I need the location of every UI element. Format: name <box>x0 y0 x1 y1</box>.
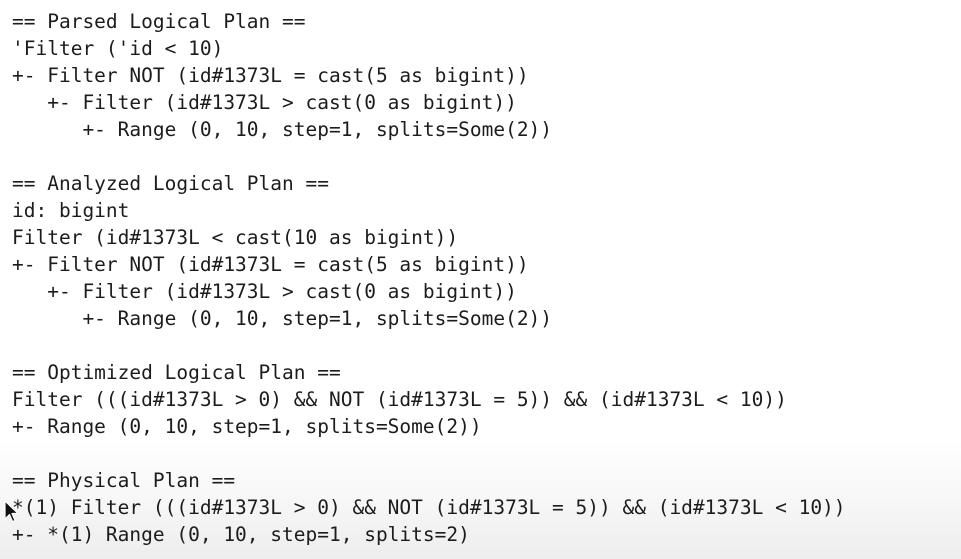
physical-plan-line: +- *(1) Range (0, 10, step=1, splits=2) <box>12 523 470 546</box>
optimized-plan-line: Filter (((id#1373L > 0) && NOT (id#1373L… <box>12 388 787 411</box>
analyzed-plan-line: id: bigint <box>12 199 130 222</box>
physical-plan-line: *(1) Filter (((id#1373L > 0) && NOT (id#… <box>12 496 846 519</box>
section-spacer <box>12 332 961 359</box>
analyzed-plan-header: == Analyzed Logical Plan == <box>12 172 329 195</box>
analyzed-plan-line: +- Filter NOT (id#1373L = cast(5 as bigi… <box>12 253 529 276</box>
mouse-pointer-icon <box>4 500 19 523</box>
optimized-plan-line: +- Range (0, 10, step=1, splits=Some(2)) <box>12 415 482 438</box>
parsed-plan-line: +- Range (0, 10, step=1, splits=Some(2)) <box>12 118 553 141</box>
section-spacer <box>12 143 961 170</box>
analyzed-plan-line: +- Filter (id#1373L > cast(0 as bigint)) <box>12 280 517 303</box>
analyzed-plan-line: +- Range (0, 10, step=1, splits=Some(2)) <box>12 307 553 330</box>
section-spacer <box>12 440 961 467</box>
query-plan-output: == Parsed Logical Plan == 'Filter ('id < … <box>12 8 961 548</box>
parsed-plan-line: +- Filter (id#1373L > cast(0 as bigint)) <box>12 91 517 114</box>
parsed-plan-line: 'Filter ('id < 10) <box>12 37 224 60</box>
parsed-plan-header: == Parsed Logical Plan == <box>12 10 306 33</box>
parsed-plan-line: +- Filter NOT (id#1373L = cast(5 as bigi… <box>12 64 529 87</box>
analyzed-plan-line: Filter (id#1373L < cast(10 as bigint)) <box>12 226 459 249</box>
physical-plan-header: == Physical Plan == <box>12 469 236 492</box>
optimized-plan-header: == Optimized Logical Plan == <box>12 361 341 384</box>
